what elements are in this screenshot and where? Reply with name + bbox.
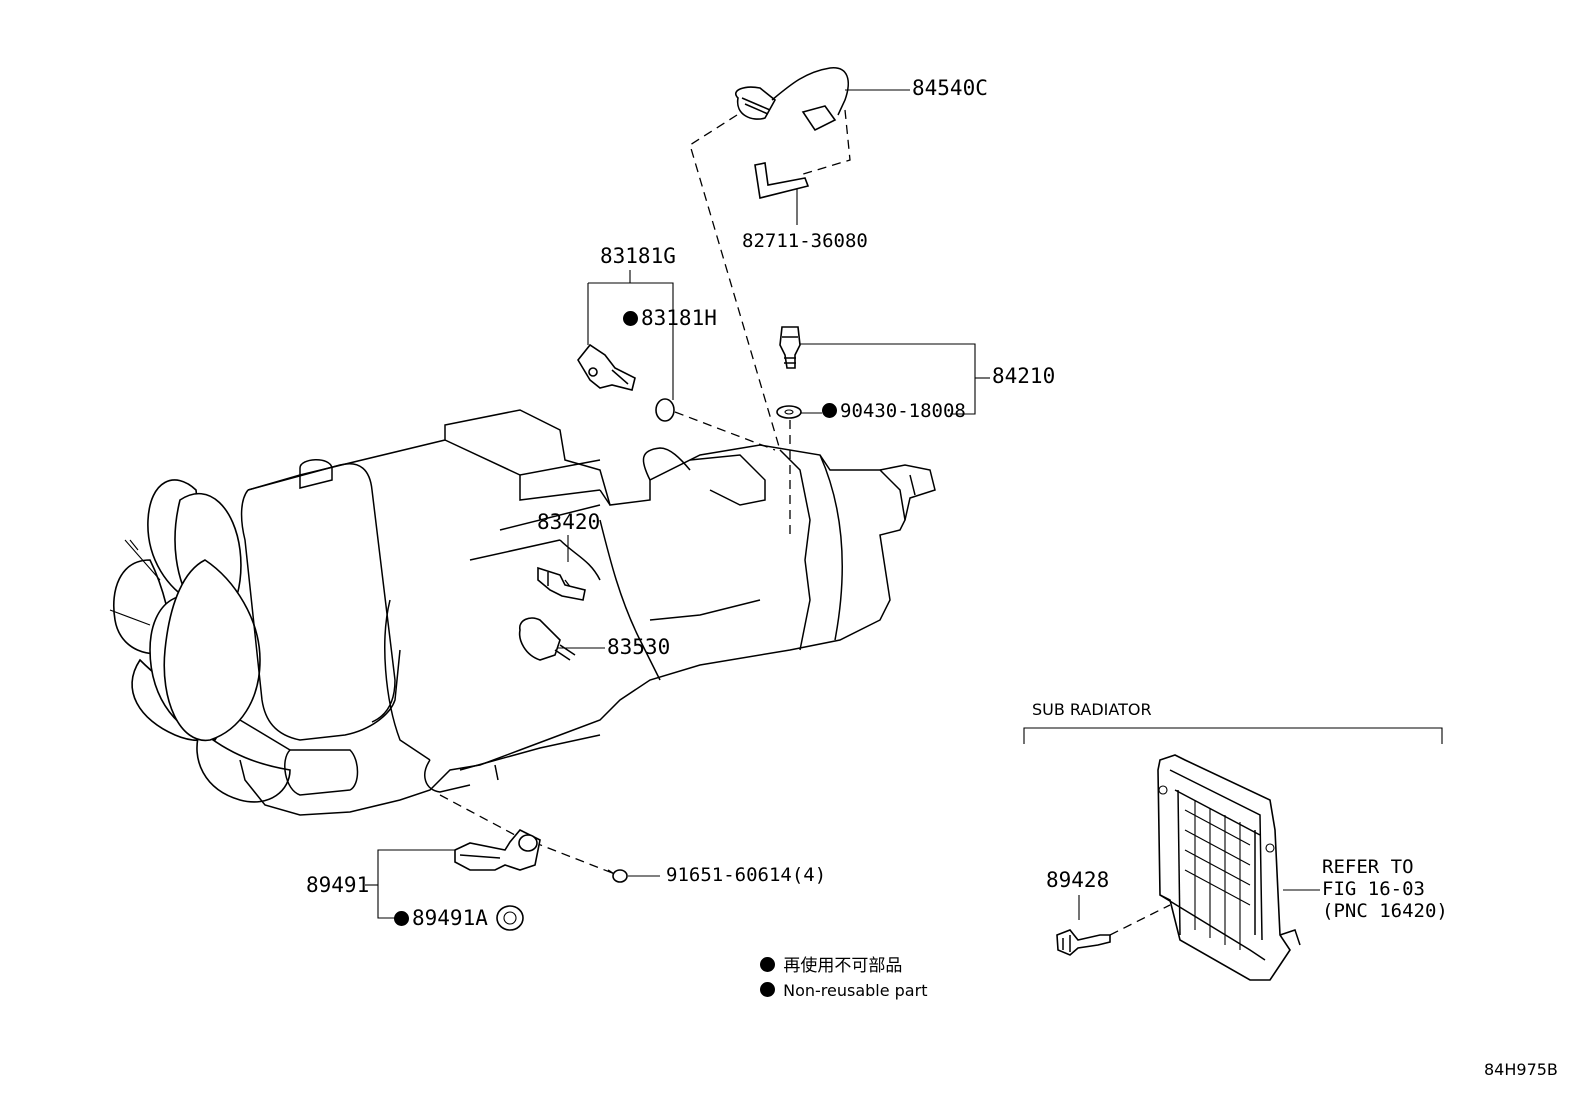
label-91651-60614: 91651-60614(4) bbox=[666, 864, 827, 886]
non-reusable-dot-icon bbox=[760, 957, 775, 972]
washer-90430 bbox=[776, 405, 802, 419]
switch-84540c bbox=[735, 67, 849, 132]
label-82711-36080: 82711-36080 bbox=[742, 230, 868, 252]
non-reusable-dot-icon bbox=[760, 982, 775, 997]
sensor-89428 bbox=[1056, 929, 1111, 956]
label-89491a: 89491A bbox=[394, 908, 488, 929]
label-89491: 89491 bbox=[306, 873, 370, 897]
figure-code: 84H975B bbox=[1484, 1060, 1558, 1079]
label-83181g: 83181G bbox=[600, 244, 676, 268]
label-90430-text: 90430-18008 bbox=[840, 400, 966, 422]
label-83181h: 83181H bbox=[623, 308, 717, 329]
non-reusable-dot-icon bbox=[822, 403, 837, 418]
sensor-83181g bbox=[577, 343, 636, 391]
sensor-84210 bbox=[779, 326, 801, 369]
refer-line-2: FIG 16-03 bbox=[1322, 878, 1425, 900]
bolt-91651 bbox=[607, 869, 628, 883]
cooling-fan bbox=[109, 479, 291, 803]
legend-english-text: Non-reusable part bbox=[783, 981, 928, 1000]
legend-japanese-text: 再使用不可部品 bbox=[783, 956, 903, 976]
label-83530: 83530 bbox=[607, 635, 671, 659]
legend-english: Non-reusable part bbox=[760, 982, 927, 999]
bracket-82711 bbox=[754, 162, 810, 199]
leader-lines bbox=[365, 89, 1443, 920]
label-84210: 84210 bbox=[992, 364, 1056, 388]
bracket-89491 bbox=[454, 829, 541, 871]
non-reusable-dot-icon bbox=[394, 911, 409, 926]
label-84540c: 84540C bbox=[912, 76, 988, 100]
label-90430-18008: 90430-18008 bbox=[822, 402, 966, 421]
label-83420: 83420 bbox=[537, 510, 601, 534]
engine-assembly bbox=[109, 409, 936, 816]
legend-japanese: 再使用不可部品 bbox=[760, 957, 902, 975]
label-89428: 89428 bbox=[1046, 868, 1110, 892]
non-reusable-dot-icon bbox=[623, 311, 638, 326]
sub-radiator bbox=[1157, 754, 1301, 981]
dashed-lines bbox=[439, 109, 1171, 936]
seal-89491a bbox=[496, 905, 524, 931]
o-ring-83181h bbox=[655, 398, 675, 422]
sub-radiator-title: SUB RADIATOR bbox=[1032, 700, 1152, 719]
refer-line-3: (PNC 16420) bbox=[1322, 900, 1448, 922]
label-89491a-text: 89491A bbox=[412, 906, 488, 930]
label-83181h-text: 83181H bbox=[641, 306, 717, 330]
refer-line-1: REFER TO bbox=[1322, 856, 1414, 878]
switch-83530 bbox=[518, 617, 576, 661]
sensor-83420 bbox=[537, 566, 586, 601]
